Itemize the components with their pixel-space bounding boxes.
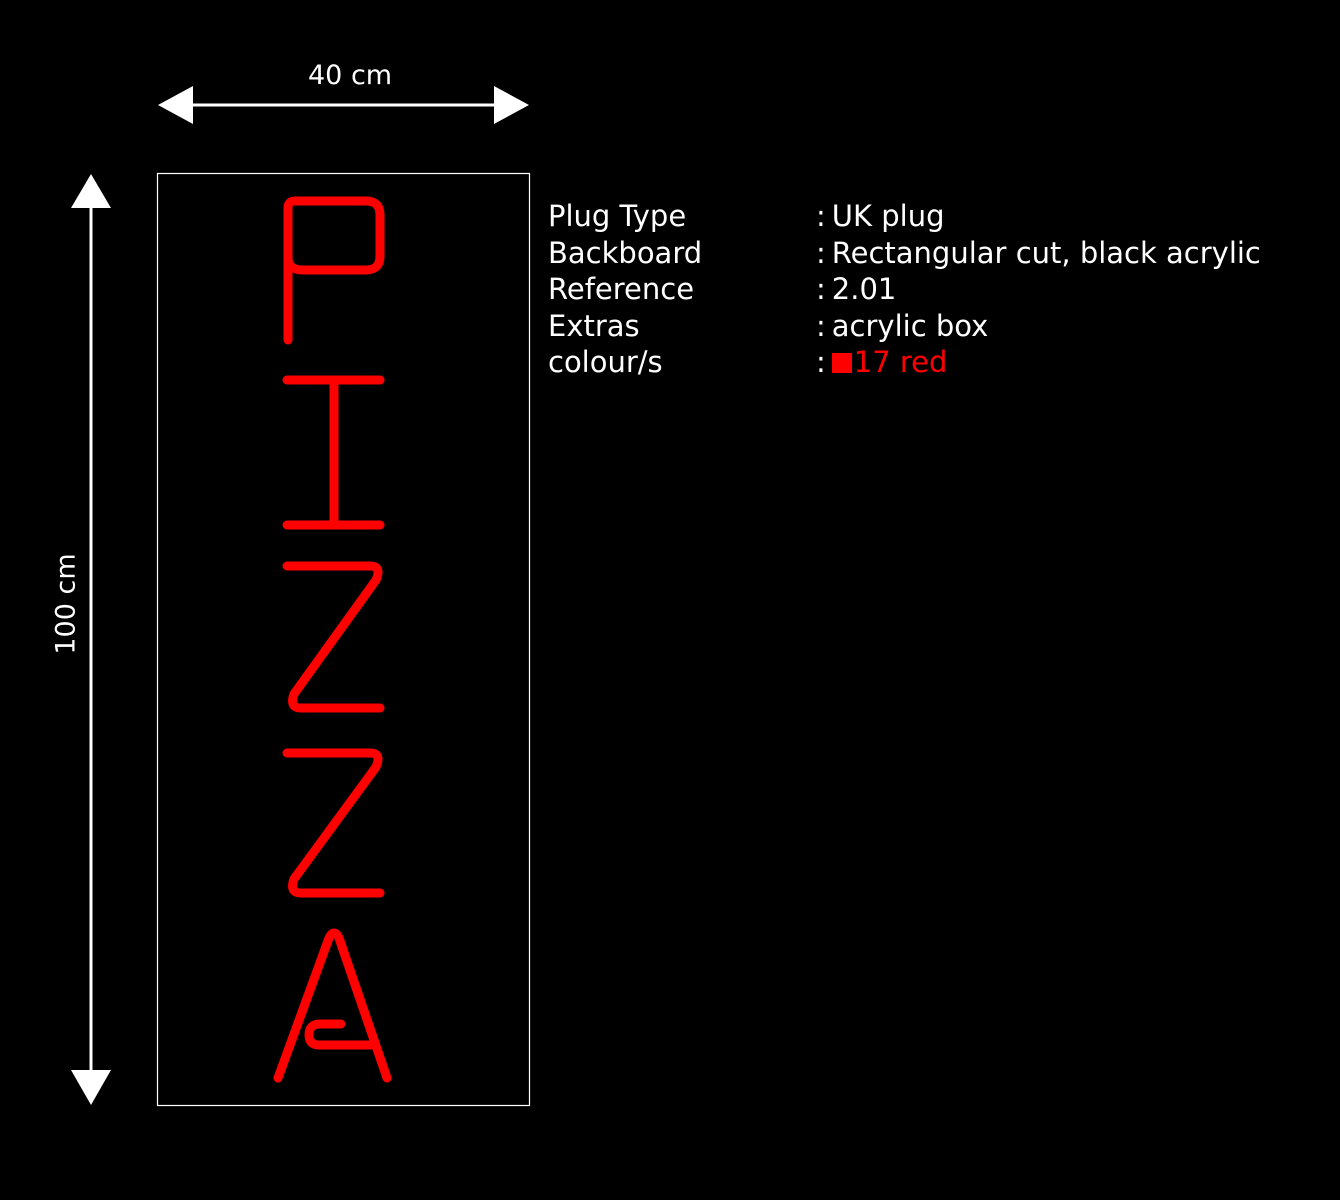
spec-row-reference: Reference :2.01 <box>548 271 1261 308</box>
spec-separator: : <box>816 272 826 306</box>
spec-key: colour/s <box>548 345 663 379</box>
spec-key: Reference <box>548 272 695 306</box>
spec-value: :17 red <box>816 344 947 381</box>
spec-value: :Rectangular cut, black acrylic <box>816 235 1261 272</box>
spec-value-text: Rectangular cut, black acrylic <box>831 235 1261 270</box>
spec-separator: : <box>816 308 826 343</box>
spec-row-extras: Extras :acrylic box <box>548 308 1261 345</box>
arrow-right-icon <box>494 86 529 124</box>
neon-letter-a <box>273 928 392 1083</box>
neon-letter-i <box>282 375 385 530</box>
neon-letter-p <box>283 196 385 345</box>
spec-separator: : <box>816 345 826 379</box>
neon-letter-z2 <box>282 748 385 898</box>
height-label: 100 cm <box>50 553 82 655</box>
width-label: 40 cm <box>308 60 393 91</box>
spec-value: :2.01 <box>816 271 896 308</box>
spec-value-text: 2.01 <box>831 272 897 306</box>
spec-key: Plug Type <box>548 199 687 233</box>
arrow-up-icon <box>71 174 111 208</box>
spec-value: :acrylic box <box>816 308 988 345</box>
spec-value-text: acrylic box <box>831 308 989 343</box>
spec-table: Plug Type :UK plug Backboard :Rectangula… <box>548 198 1261 381</box>
spec-row-plug-type: Plug Type :UK plug <box>548 198 1261 235</box>
spec-row-colours: colour/s :17 red <box>548 344 1261 381</box>
spec-separator: : <box>816 235 826 270</box>
spec-separator: : <box>816 199 826 233</box>
spec-value-text: UK plug <box>831 199 945 233</box>
spec-row-backboard: Backboard :Rectangular cut, black acryli… <box>548 235 1261 272</box>
neon-pizza-text <box>273 196 392 1083</box>
colour-swatch-icon <box>831 353 852 373</box>
spec-key: Backboard <box>548 235 703 270</box>
neon-letter-z1 <box>282 561 385 713</box>
spec-value: :UK plug <box>816 198 945 235</box>
height-dimension-arrow <box>71 174 111 1105</box>
width-dimension-arrow <box>158 86 529 124</box>
spec-key: Extras <box>548 308 640 343</box>
backboard-frame <box>156 172 531 1107</box>
arrow-down-icon <box>71 1070 111 1105</box>
spec-value-text: 17 red <box>853 345 948 379</box>
arrow-left-icon <box>158 86 193 124</box>
